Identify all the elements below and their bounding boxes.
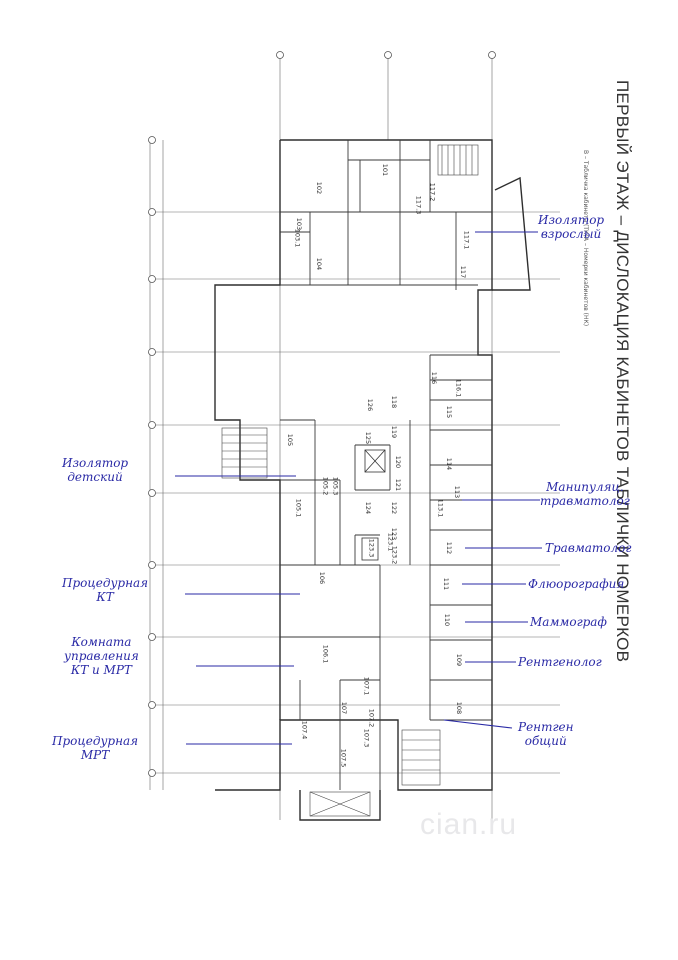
room-number: 122 [390,501,399,515]
room-number: 112 [445,541,454,555]
stairs [221,144,479,817]
room-number: 113.1 [436,498,445,518]
room-number: 107.5 [339,748,348,768]
room-number: 106.1 [321,644,330,664]
elevator-shaft [361,449,386,561]
legend: В – Табличка кабинета (ТК) А – Номерки к… [582,150,610,326]
room-number: 124 [364,501,373,515]
annotation-leaders [175,231,542,745]
plan-title: ПЕРВЫЙ ЭТАЖ – ДИСЛОКАЦИЯ КАБИНЕТОВ ТАБЛИ… [613,80,632,663]
label-xray-main: Рентгенолог [518,655,602,669]
room-number: 125 [364,431,373,445]
room-number: 107.3 [362,728,371,748]
room-number: 116 [430,371,439,385]
room-number: 123.2 [390,545,399,565]
room-number: 107.2 [367,708,376,728]
room-number: 107.1 [362,676,371,696]
legend-item: А – Номерки кабинетов (НК) [582,236,589,326]
room-number: 108 [455,701,464,715]
watermark: cian.ru [420,808,518,841]
room-number: 107.4 [300,720,309,740]
room-number: 103.1 [293,228,302,248]
label-traumatologist: Травматолог [545,541,632,555]
legend-item: В – Табличка кабинета (ТК) [582,150,589,237]
room-number: 117 [459,265,468,279]
room-number: 101 [381,163,390,177]
room-number: 117.2 [428,182,437,202]
room-number: 104 [315,257,324,271]
room-number: 105.3 [331,476,340,496]
room-number: 105.1 [294,498,303,518]
room-number: 118 [390,395,399,409]
label-fluorography: Флюорография [528,577,625,591]
room-number: 115 [445,405,454,419]
room-number: 121 [394,478,403,492]
room-number: 109 [455,653,464,667]
room-number: 113 [453,485,462,499]
room-number: 102 [315,181,324,195]
room-number: 117.3 [414,195,423,215]
room-number: 120 [394,455,403,469]
room-number: 105.2 [321,476,330,496]
room-number: 111 [442,577,451,591]
room-number: 116.1 [454,378,463,398]
outer-walls [214,139,531,821]
label-mammograph: Маммограф [530,615,607,629]
axis-markers [148,51,496,777]
label-manipulation-trauma: Манипуляц.травматолог [540,480,630,508]
axis-grid [149,55,560,820]
room-number: 107 [340,701,349,715]
room-number: 106 [318,571,327,585]
interior-walls [280,140,492,790]
room-number: 110 [443,613,452,627]
room-number: 105 [286,433,295,447]
room-number: 126 [366,398,375,412]
room-number: 119 [390,425,399,439]
room-number: 117.1 [462,230,471,250]
room-number: 114 [445,457,454,471]
room-number: 123.3 [367,538,376,558]
